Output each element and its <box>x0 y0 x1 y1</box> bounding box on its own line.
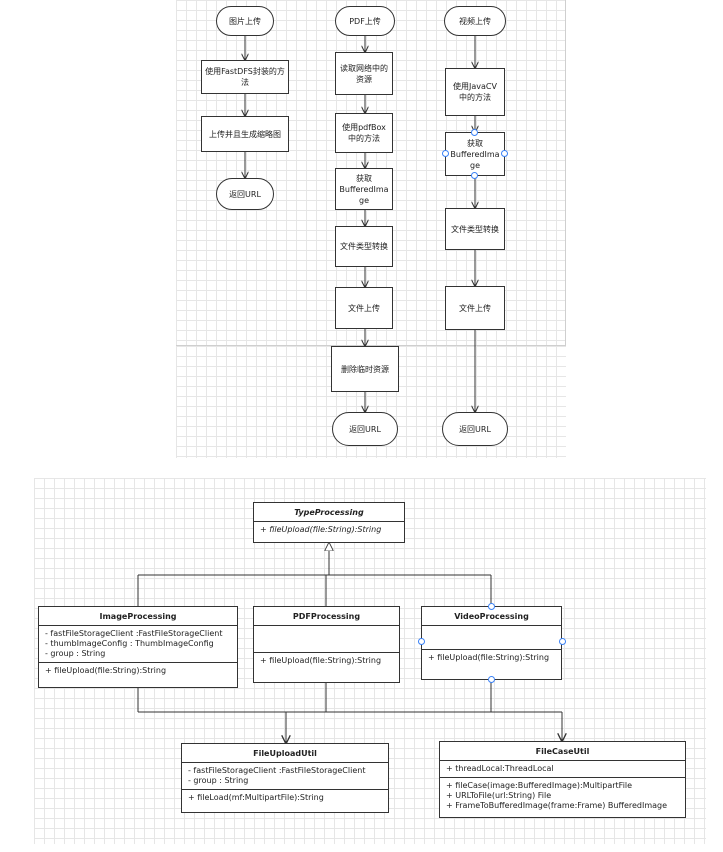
connection-handle[interactable] <box>488 676 495 683</box>
uml-class-videoprocessing[interactable]: VideoProcessing + fileUpload(file:String… <box>421 606 562 680</box>
class-name: TypeProcessing <box>254 503 404 522</box>
attribute: + threadLocal:ThreadLocal <box>446 764 554 773</box>
image-fastdfs-step[interactable]: 使用FastDFS封装的方 法 <box>201 60 289 94</box>
operation: + URLToFile(url:String) File <box>446 791 552 800</box>
flowchart-canvas-border <box>176 0 566 346</box>
class-attributes: - fastFileStorageClient :FastFileStorage… <box>39 626 237 663</box>
attribute: - thumbImageConfig : ThumbImageConfig <box>45 639 214 648</box>
attribute: - fastFileStorageClient :FastFileStorage… <box>45 629 223 638</box>
image-thumbnail-step[interactable]: 上传并且生成缩略图 <box>201 116 289 152</box>
class-name: ImageProcessing <box>39 607 237 626</box>
video-javacv-step[interactable]: 使用JavaCV 中的方法 <box>445 68 505 116</box>
class-operations: + fileLoad(mf:MultipartFile):String <box>188 793 324 802</box>
connection-handle[interactable] <box>471 129 478 136</box>
pdf-return-url[interactable]: 返回URL <box>332 412 398 446</box>
connection-handle[interactable] <box>501 150 508 157</box>
connection-handle[interactable] <box>418 638 425 645</box>
uml-class-pdfprocessing[interactable]: PDFProcessing + fileUpload(file:String):… <box>253 606 400 683</box>
connection-handle[interactable] <box>488 603 495 610</box>
uml-class-filecaseutil[interactable]: FileCaseUtil + threadLocal:ThreadLocal +… <box>439 741 686 818</box>
pdf-filetype-step[interactable]: 文件类型转换 <box>335 226 393 267</box>
image-upload-start[interactable]: 图片上传 <box>216 6 274 36</box>
class-operations: + fileUpload(file:String):String <box>45 666 167 675</box>
class-attributes: - fastFileStorageClient :FastFileStorage… <box>182 763 388 790</box>
class-attributes: + threadLocal:ThreadLocal <box>440 761 685 778</box>
attribute: - group : String <box>45 649 106 658</box>
video-upload-start[interactable]: 视频上传 <box>444 6 506 36</box>
connection-handle[interactable] <box>471 172 478 179</box>
class-attributes <box>254 626 399 653</box>
connection-handle[interactable] <box>559 638 566 645</box>
operation: + FrameToBufferedImage(frame:Frame) Buff… <box>446 801 668 810</box>
pdf-delete-temp-step[interactable]: 删除临时资源 <box>331 346 399 392</box>
video-return-url[interactable]: 返回URL <box>442 412 508 446</box>
class-name: FileCaseUtil <box>440 742 685 761</box>
uml-class-typeprocessing[interactable]: TypeProcessing + fileUpload(file:String)… <box>253 502 405 543</box>
uml-class-fileuploadutil[interactable]: FileUploadUtil - fastFileStorageClient :… <box>181 743 389 813</box>
class-name: PDFProcessing <box>254 607 399 626</box>
operation: + fileCase(image:BufferedImage):Multipar… <box>446 781 633 790</box>
class-operations: + fileCase(image:BufferedImage):Multipar… <box>440 778 685 814</box>
class-name: FileUploadUtil <box>182 744 388 763</box>
connection-handle[interactable] <box>442 150 449 157</box>
pdf-bufferedimage-step[interactable]: 获取 BufferedIma ge <box>335 168 393 210</box>
pdf-upload-start[interactable]: PDF上传 <box>335 6 395 36</box>
attribute: - fastFileStorageClient :FastFileStorage… <box>188 766 366 775</box>
pdf-file-upload-step[interactable]: 文件上传 <box>335 287 393 329</box>
class-operations: + fileUpload(file:String):String <box>260 656 382 665</box>
class-attributes <box>422 626 561 650</box>
attribute: - group : String <box>188 776 249 785</box>
image-return-url[interactable]: 返回URL <box>216 178 274 210</box>
class-name: VideoProcessing <box>422 607 561 626</box>
video-file-upload-step[interactable]: 文件上传 <box>445 286 505 330</box>
pdf-pdfbox-step[interactable]: 使用pdfBox 中的方法 <box>335 113 393 153</box>
uml-class-imageprocessing[interactable]: ImageProcessing - fastFileStorageClient … <box>38 606 238 688</box>
pdf-read-resource-step[interactable]: 读取网络中的 资源 <box>335 52 393 95</box>
class-operations: + fileUpload(file:String):String <box>428 653 550 662</box>
video-filetype-step[interactable]: 文件类型转换 <box>445 208 505 250</box>
class-operations: + fileUpload(file:String):String <box>260 525 382 534</box>
